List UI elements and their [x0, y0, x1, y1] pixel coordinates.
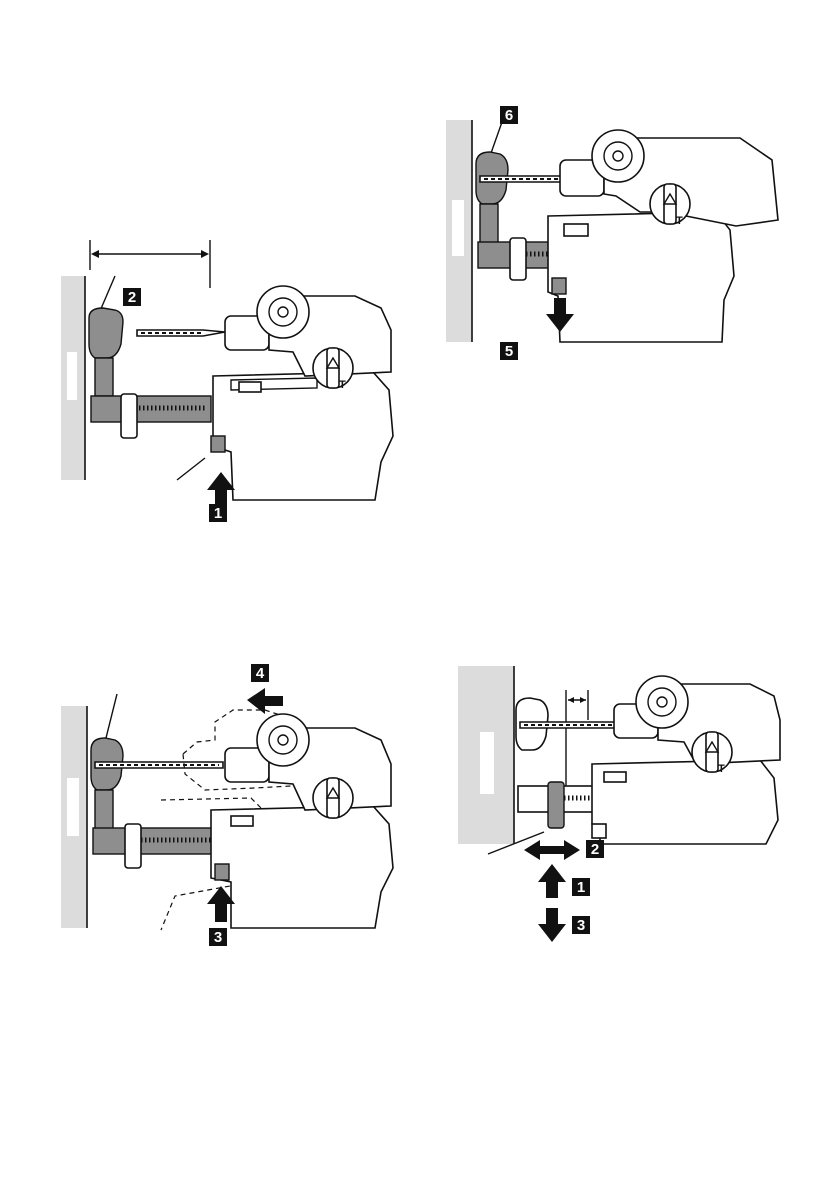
lock-button	[592, 824, 606, 838]
depth-clamp	[125, 824, 141, 868]
svg-text:1: 1	[214, 505, 222, 522]
depth-dimension	[90, 240, 210, 288]
dust-cup-arm	[95, 358, 113, 396]
step-badge-5: 5	[500, 342, 518, 360]
figure-c-drawing: 4 3	[55, 660, 415, 955]
wall-highlight	[67, 352, 77, 400]
figure-b-drawing: T 6 5	[440, 100, 785, 365]
dust-cup-arm	[95, 790, 113, 830]
side-handle-knob	[592, 130, 644, 182]
depth-clamp	[121, 394, 137, 438]
depth-clamp	[510, 238, 526, 280]
svg-text:T: T	[339, 379, 346, 391]
lock-button	[215, 864, 229, 880]
svg-text:2: 2	[591, 841, 599, 858]
lock-button	[552, 278, 566, 294]
step-badge-1: 1	[572, 878, 590, 896]
svg-text:2: 2	[128, 289, 136, 306]
step-badge-2: 2	[123, 288, 141, 306]
arrow-left-icon	[247, 688, 283, 714]
leader-lock	[177, 458, 205, 480]
step-badge-4: 4	[251, 664, 269, 682]
figure-d: T 2 1 3	[440, 660, 785, 950]
step-badge-3: 3	[209, 928, 227, 946]
svg-text:T: T	[676, 215, 683, 227]
lock-button	[211, 436, 225, 452]
figure-b: T 6 5	[440, 100, 785, 365]
depth-clamp	[548, 782, 564, 828]
svg-text:4: 4	[256, 665, 265, 682]
dust-cup-arm	[480, 204, 498, 244]
leader-dust-cup	[490, 122, 502, 156]
step-badge-6: 6	[500, 106, 518, 124]
figure-a-drawing: T 2 1	[55, 240, 415, 530]
arrow-down-icon	[538, 908, 566, 942]
leader-dust-cup	[105, 694, 117, 742]
side-handle-knob	[257, 286, 309, 338]
housing-slot	[239, 382, 261, 392]
figure-c: 4 3	[55, 660, 415, 955]
side-handle-knob	[257, 714, 309, 766]
step-badge-3: 3	[572, 916, 590, 934]
double-arrow-icon	[524, 840, 580, 860]
side-handle-knob	[636, 676, 688, 728]
gap-dimension	[566, 690, 588, 790]
svg-text:3: 3	[577, 917, 585, 934]
arrow-up-icon	[538, 864, 566, 898]
svg-text:3: 3	[214, 929, 222, 946]
svg-text:T: T	[718, 763, 725, 775]
step-badge-1: 1	[209, 504, 227, 522]
svg-text:6: 6	[505, 107, 513, 124]
svg-text:1: 1	[577, 879, 585, 896]
figure-a: T 2 1	[55, 240, 415, 530]
figure-d-drawing: T 2 1 3	[440, 660, 785, 950]
step-badge-2: 2	[586, 840, 604, 858]
dust-cup	[89, 308, 123, 358]
svg-text:5: 5	[505, 343, 513, 360]
arrow-up-icon	[207, 472, 235, 508]
mode-selector-dial	[313, 778, 353, 818]
